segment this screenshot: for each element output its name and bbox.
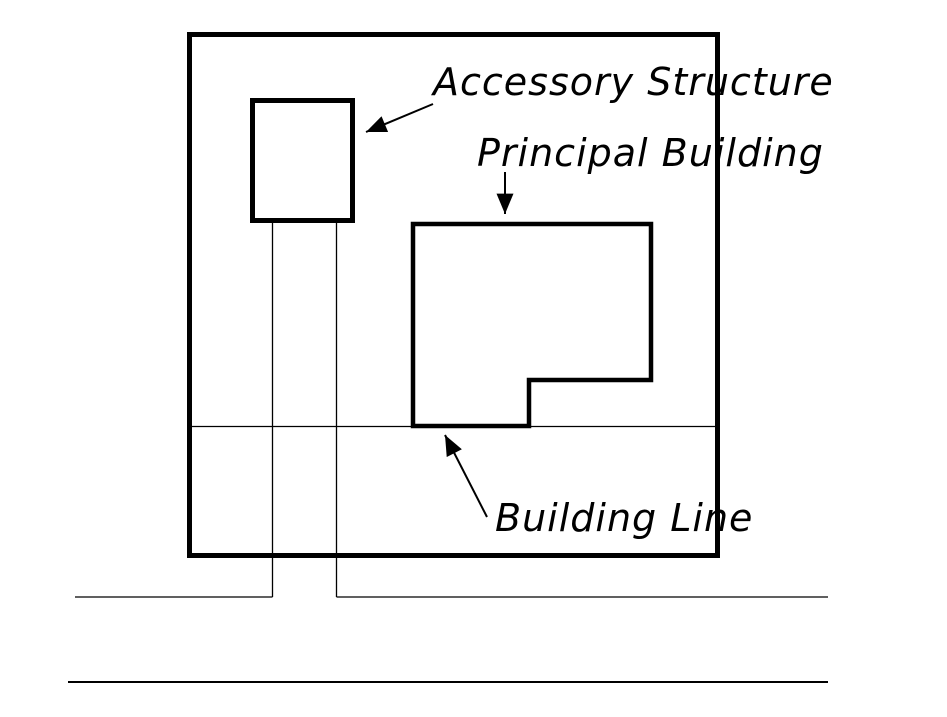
building-line-arrow — [444, 434, 488, 518]
accessory-structure-shape — [250, 98, 355, 223]
accessory-structure-arrow — [365, 103, 434, 133]
lot-boundary — [187, 32, 720, 558]
accessory-structure-label: Accessory Structure — [430, 60, 834, 104]
principal-building-shape — [410, 221, 654, 429]
building-line-label: Building Line — [495, 496, 753, 540]
principal-building-label: Principal Building — [477, 131, 824, 175]
